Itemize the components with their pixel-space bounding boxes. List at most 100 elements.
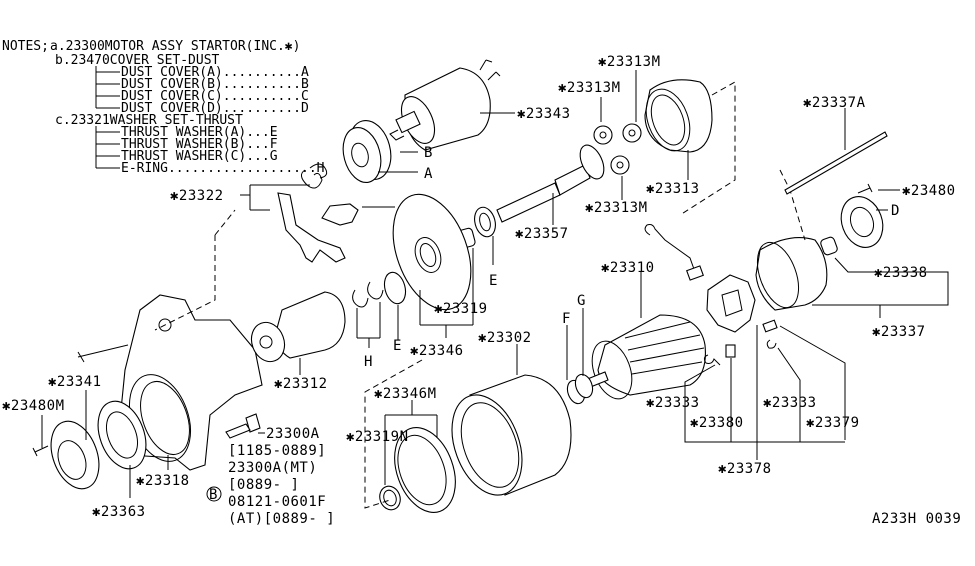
callout-23300A-mt: 23300A(MT) [228,460,317,476]
callout-bolt-part-number: 08121-0601F [228,494,326,510]
leader-23322 [240,184,310,211]
notes-heading: NOTES; [2,39,49,54]
callout-dust-cover-A: A [424,166,433,182]
callout-23480: ✱23480 [902,183,956,199]
solenoid-part [389,59,501,151]
e-ring-part [352,281,384,308]
brush-spring-left [703,354,721,366]
planet-gears-part [593,123,642,175]
callout-23300A-range: [1185-0889] [228,443,326,459]
thrust-washer-E-upper-hole [479,212,491,232]
callout-23338: ✱23338 [874,265,928,281]
lead-connector [686,265,704,281]
gear-cover-part [394,427,456,513]
brush-23380 [725,344,736,358]
callout-23378: ✱23378 [718,461,772,477]
leader-23379 [779,325,846,440]
dust-cover-ab-part [342,120,392,183]
leader-H [356,302,381,348]
shift-lever-part [277,192,346,263]
bushing-23319N-part [379,485,401,511]
note-b-item: DUST COVER(A)..........A [121,65,309,80]
notes-block: NOTES; a.23300MOTOR ASSY STARTOR(INC.✱) … [2,39,325,176]
through-bolt-housing [77,344,129,363]
leader-23333-right [777,347,801,412]
bearing-part [97,400,147,470]
leader-23333-left [684,364,716,412]
callout-23300A: 23300A [266,426,320,442]
callout-23300A-mt-range: [0889- ] [228,477,299,493]
thrust-washer-E-lower [383,271,407,305]
pinion-shaft-part [496,144,605,223]
callout-23346: ✱23346 [410,343,464,359]
callout-23313M-top: ✱23313M [598,54,661,70]
leader-23346M [384,400,438,485]
spring-clip-part [301,163,328,189]
callout-23346M: ✱23346M [374,386,437,402]
screw-23480 [857,183,873,194]
pinion-clutch-part [250,291,346,363]
leader-23319-23346 [419,248,474,338]
note-c-tree-lines [95,126,120,169]
dashed-guide-gear [679,81,736,216]
yoke-part [451,374,572,496]
note-c: c.23321WASHER SET-THRUST [55,113,243,128]
note-b-item: DUST COVER(B)..........B [121,77,309,92]
callout-23333-left: ✱23333 [646,395,700,411]
note-b-tree-lines [95,66,120,109]
note-b-item: DUST COVER(C)..........C [121,89,309,104]
callout-23310: ✱23310 [601,260,655,276]
callout-23363: ✱23363 [92,504,146,520]
callout-23313M-bottom: ✱23313M [585,200,648,216]
callout-23480M: ✱23480M [2,398,65,414]
callout-bolt-range: (AT)[0889- ] [228,511,335,527]
note-c-item: THRUST WASHER(B)...F [121,137,278,152]
callout-23337A: ✱23337A [803,95,866,111]
callout-23337: ✱23337 [872,324,926,340]
callout-23313: ✱23313 [646,181,700,197]
callout-23302: ✱23302 [478,330,532,346]
note-c-item: THRUST WASHER(C)...G [121,149,278,164]
callout-23379: ✱23379 [806,415,860,431]
dashed-guide-lever [154,209,236,331]
note-b-item: DUST COVER(D)..........D [121,101,309,116]
callout-thrust-washer-G: G [577,293,586,309]
callout-dust-cover-B: B [424,145,433,161]
callout-thrust-washer-F: F [562,311,571,327]
armature-part [584,314,706,400]
note-c-item: E-RING...................H [121,161,325,176]
callout-23319: ✱23319 [434,301,488,317]
callout-23357: ✱23357 [515,226,569,242]
callout-23333-right: ✱23333 [763,395,817,411]
callout-23312: ✱23312 [274,376,328,392]
diagram-code: A233H 0039 [872,511,961,527]
thrust-washer-E-upper [474,206,496,238]
bolt-marker-circle [206,486,222,502]
leader-23338-23337 [812,257,949,318]
brush-lead-wire [644,224,696,273]
thrust-washer-G [574,373,594,399]
callout-23343: ✱23343 [517,106,571,122]
callout-23319N: ✱23319N [346,429,409,445]
callout-23318: ✱23318 [136,473,190,489]
callout-thrust-washer-E-lower: E [393,338,402,354]
note-a: a.23300MOTOR ASSY STARTOR(INC.✱) [50,39,300,54]
screw-23480M [32,445,49,457]
callout-23380: ✱23380 [690,415,744,431]
dashed-guide-carrier [364,359,423,509]
brush-spring-right [766,339,777,349]
leader-brush-bracket [684,412,845,443]
end-cover-part [50,420,100,490]
rear-bushing-part [820,236,838,256]
cover-plate-D-part [840,196,884,248]
callout-23313M-left: ✱23313M [558,80,621,96]
rear-cover-part [755,237,828,311]
gear-plate-part [392,193,472,311]
callout-thrust-washer-E-upper: E [489,273,498,289]
through-bolt-part [784,131,888,195]
brush-holder-part [706,274,756,333]
internal-gear-part [644,79,713,153]
callout-23322: ✱23322 [170,188,224,204]
callout-23341: ✱23341 [48,374,102,390]
